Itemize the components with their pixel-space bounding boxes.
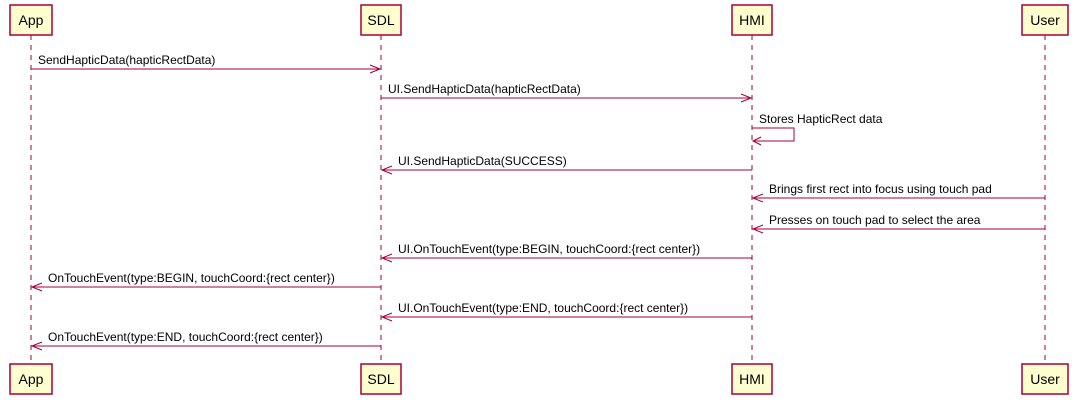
message-label: OnTouchEvent(type:END, touchCoord:{rect … (48, 330, 323, 344)
message-label: UI.SendHapticData(SUCCESS) (398, 154, 567, 168)
message-label: UI.OnTouchEvent(type:END, touchCoord:{re… (398, 301, 688, 315)
participant-app-top: App (9, 4, 53, 36)
participant-sdl-top: SDL (360, 4, 402, 36)
participant-label: SDL (367, 12, 394, 28)
message-10: OnTouchEvent(type:END, touchCoord:{rect … (30, 330, 381, 351)
message-7: UI.OnTouchEvent(type:BEGIN, touchCoord:{… (380, 242, 752, 263)
message-9: UI.OnTouchEvent(type:END, touchCoord:{re… (380, 301, 752, 322)
participant-label: HMI (739, 12, 765, 28)
arrowhead (380, 312, 393, 322)
participant-user-top: User (1021, 4, 1069, 36)
participant-sdl-bottom: SDL (360, 363, 402, 395)
arrowhead (751, 136, 762, 146)
message-2: UI.SendHapticData(hapticRectData) (381, 82, 753, 103)
participant-app-bottom: App (9, 363, 53, 395)
participant-box (731, 363, 773, 395)
message-label: Brings first rect into focus using touch… (769, 182, 992, 196)
participant-user-bottom: User (1021, 363, 1069, 395)
participant-hmi-bottom: HMI (731, 363, 773, 395)
participant-box (360, 363, 402, 395)
arrowhead (380, 165, 393, 175)
message-label: UI.SendHapticData(hapticRectData) (388, 82, 581, 96)
participant-box (9, 363, 53, 395)
message-6: Presses on touch pad to select the area (751, 213, 1045, 234)
participant-label: SDL (367, 371, 394, 387)
arrowhead (30, 341, 43, 351)
arrowhead (369, 64, 382, 74)
arrowhead (740, 93, 753, 103)
message-4: UI.SendHapticData(SUCCESS) (380, 154, 752, 175)
participant-box (360, 4, 402, 36)
participant-box (9, 4, 53, 36)
participant-label: HMI (739, 371, 765, 387)
participant-box (731, 4, 773, 36)
participant-label: App (19, 12, 44, 28)
message-label: Presses on touch pad to select the area (769, 213, 981, 227)
participant-box (1021, 4, 1069, 36)
arrowhead (751, 224, 764, 234)
message-8: OnTouchEvent(type:BEGIN, touchCoord:{rec… (30, 271, 381, 292)
message-label: Stores HapticRect data (759, 112, 883, 126)
message-5: Brings first rect into focus using touch… (751, 182, 1045, 203)
self-message-line (752, 127, 795, 142)
participant-label: User (1030, 371, 1060, 387)
message-label: OnTouchEvent(type:BEGIN, touchCoord:{rec… (48, 271, 335, 285)
participant-box (1021, 363, 1069, 395)
arrowhead (380, 253, 393, 263)
participant-label: User (1030, 12, 1060, 28)
message-3: Stores HapticRect data (751, 112, 883, 146)
arrowhead (751, 193, 764, 203)
arrowhead (30, 282, 43, 292)
message-1: SendHapticData(hapticRectData) (31, 53, 382, 74)
participant-hmi-top: HMI (731, 4, 773, 36)
message-label: UI.OnTouchEvent(type:BEGIN, touchCoord:{… (398, 242, 700, 256)
message-label: SendHapticData(hapticRectData) (38, 53, 215, 67)
participant-label: App (19, 371, 44, 387)
